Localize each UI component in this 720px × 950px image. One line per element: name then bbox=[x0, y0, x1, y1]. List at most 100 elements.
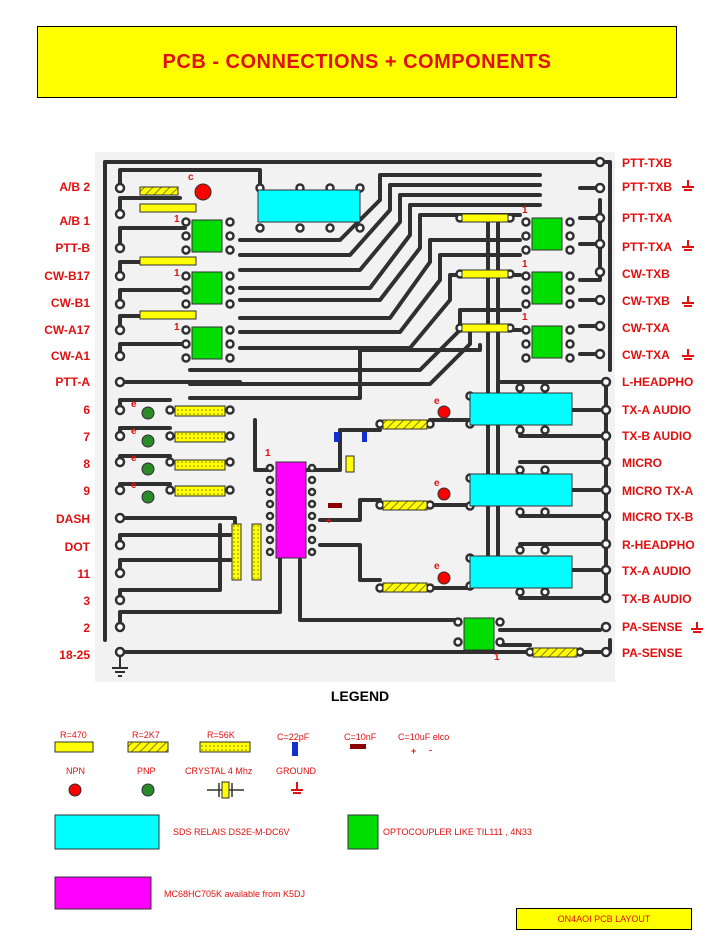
trace bbox=[238, 238, 522, 320]
right-label: PTT-TXB bbox=[622, 180, 672, 194]
legend-ground-label: GROUND bbox=[276, 766, 316, 776]
legend-r56k-label: R=56K bbox=[207, 730, 235, 740]
npn-transistor bbox=[437, 405, 451, 419]
mcu-chip bbox=[275, 461, 307, 559]
left-label: 8 bbox=[83, 457, 90, 471]
left-label: DASH bbox=[55, 512, 90, 526]
relay-1 bbox=[469, 392, 573, 426]
trace bbox=[118, 533, 232, 547]
optocoupler bbox=[531, 271, 563, 305]
collector-mark: c bbox=[188, 172, 194, 183]
legend-title: LEGEND bbox=[330, 688, 390, 704]
trace bbox=[188, 343, 482, 400]
right-label: CW-TXB bbox=[622, 294, 670, 308]
emitter-mark: e bbox=[131, 399, 137, 410]
optocoupler bbox=[191, 271, 223, 305]
right-label: MICRO TX-B bbox=[622, 510, 694, 524]
left-label: CW-A1 bbox=[50, 349, 90, 363]
left-label: A/B 1 bbox=[59, 214, 90, 228]
legend-pnp-label: PNP bbox=[137, 766, 156, 776]
pin1-mark: 1 bbox=[265, 448, 271, 459]
trace bbox=[238, 253, 522, 334]
legend-relay-label: SDS RELAIS DS2E-M-DC6V bbox=[173, 827, 290, 837]
left-label: CW-B17 bbox=[44, 269, 90, 283]
trace bbox=[238, 213, 522, 302]
right-label: CW-TXB bbox=[622, 267, 670, 281]
npn-transistor bbox=[194, 183, 212, 201]
left-label: DOT bbox=[64, 540, 90, 554]
pin1-mark: 1 bbox=[522, 205, 528, 216]
optocoupler bbox=[191, 219, 223, 253]
trace bbox=[118, 342, 187, 358]
legend-npn-label: NPN bbox=[66, 766, 86, 776]
left-label: 11 bbox=[77, 567, 90, 581]
right-label: R-HEADPHO bbox=[622, 538, 695, 552]
trace bbox=[118, 482, 172, 492]
trace bbox=[118, 196, 182, 216]
resistors-2k7 bbox=[139, 186, 578, 658]
right-label: PTT-TXB bbox=[622, 156, 672, 170]
right-label: CW-TXA bbox=[622, 321, 670, 335]
optocoupler bbox=[531, 325, 563, 359]
crystal bbox=[345, 455, 355, 473]
left-label: PTT-B bbox=[55, 241, 90, 255]
right-label: TX-B AUDIO bbox=[622, 592, 692, 606]
legend-c10uf-label: C=10uF elco bbox=[398, 732, 450, 742]
trace bbox=[253, 418, 270, 472]
ground-symbols bbox=[682, 180, 703, 633]
legend-crystal-label: CRYSTAL 4 Mhz bbox=[185, 766, 253, 776]
legend-relay-swatch bbox=[54, 814, 160, 850]
left-label: CW-A17 bbox=[44, 323, 90, 337]
trace bbox=[118, 558, 232, 575]
left-label: CW-B1 bbox=[50, 296, 90, 310]
right-label: CW-TXA bbox=[622, 348, 670, 362]
footer-box: ON4AOI PCB LAYOUT bbox=[516, 908, 692, 930]
relay-3 bbox=[469, 555, 573, 589]
trace bbox=[118, 168, 262, 190]
legend-c10nf-swatch bbox=[350, 744, 366, 749]
right-label: PTT-TXA bbox=[622, 211, 672, 225]
legend-pnp-swatch bbox=[141, 783, 155, 797]
emitter-mark: e bbox=[434, 478, 440, 489]
right-label: MICRO TX-A bbox=[622, 484, 694, 498]
left-label: 18-25 bbox=[59, 648, 90, 662]
legend-c10uf-minus: - bbox=[429, 745, 432, 755]
optocoupler bbox=[463, 617, 495, 651]
left-label: 9 bbox=[83, 484, 90, 498]
right-label: TX-B AUDIO bbox=[622, 429, 692, 443]
optocoupler bbox=[191, 326, 223, 360]
right-label: TX-A AUDIO bbox=[622, 403, 692, 417]
right-label: L-HEADPHO bbox=[622, 375, 694, 389]
pin1-mark: 1 bbox=[494, 652, 500, 663]
right-label: MICRO bbox=[622, 456, 662, 470]
capacitor-10nf bbox=[328, 503, 342, 508]
capacitor-22pf bbox=[334, 432, 339, 442]
title-box: PCB - CONNECTIONS + COMPONENTS bbox=[37, 26, 677, 98]
page-title: PCB - CONNECTIONS + COMPONENTS bbox=[162, 50, 552, 73]
footer-label: ON4AOI PCB LAYOUT bbox=[557, 914, 651, 924]
trace bbox=[238, 193, 542, 272]
right-label: PA-SENSE bbox=[622, 620, 683, 634]
pin1-mark: 1 bbox=[522, 312, 528, 323]
left-label: 2 bbox=[83, 621, 90, 635]
optocoupler bbox=[531, 217, 563, 251]
trace bbox=[318, 543, 382, 582]
emitter-mark: e bbox=[131, 480, 137, 491]
trace bbox=[188, 328, 522, 386]
resistors-470 bbox=[139, 203, 509, 333]
trace bbox=[318, 498, 382, 522]
legend-npn-swatch bbox=[68, 783, 82, 797]
pin1-mark: 1 bbox=[174, 322, 180, 333]
trace bbox=[578, 198, 602, 282]
resistors-56k bbox=[174, 405, 262, 581]
trace bbox=[118, 288, 187, 306]
right-label: TX-A AUDIO bbox=[622, 564, 692, 578]
legend-r470-swatch bbox=[54, 741, 94, 753]
left-label: A/B 2 bbox=[59, 180, 90, 194]
left-label: 6 bbox=[83, 403, 90, 417]
trace bbox=[238, 203, 542, 290]
legend-opto-swatch bbox=[347, 814, 379, 850]
emitter-mark: e bbox=[434, 396, 440, 407]
legend-mcu-swatch bbox=[54, 876, 152, 910]
